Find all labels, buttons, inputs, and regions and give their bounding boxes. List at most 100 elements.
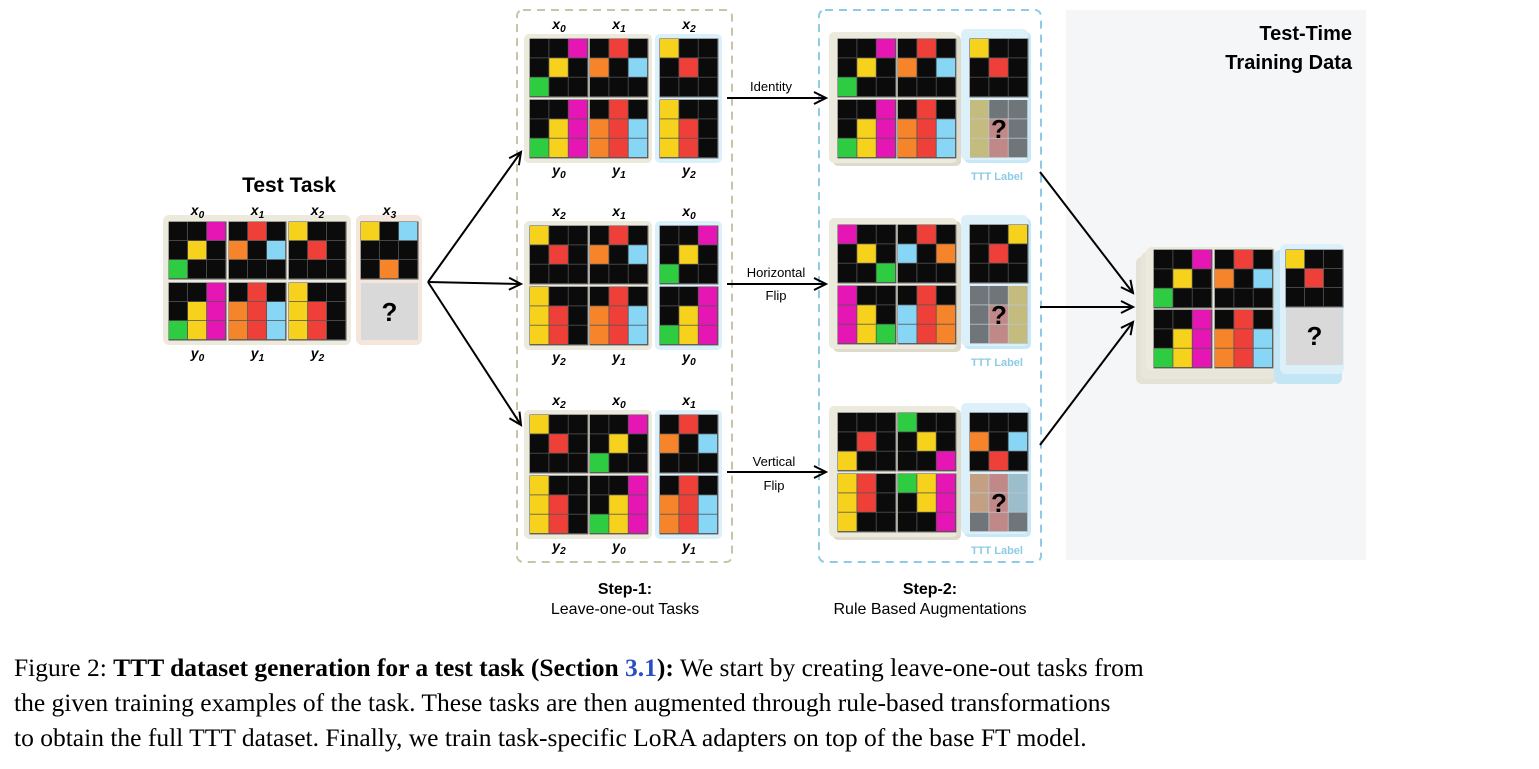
grid-cell (698, 77, 718, 97)
grid-cell (609, 58, 628, 77)
grid-vx2 (837, 412, 897, 472)
grid-cell (530, 434, 549, 453)
grid-y0 (168, 282, 227, 341)
grid-cell (936, 39, 956, 58)
grid-cell (267, 241, 286, 260)
grid-cell (838, 451, 857, 471)
grid-cell (989, 244, 1008, 263)
grid-cell (698, 306, 718, 325)
question-mark: ? (991, 300, 1007, 330)
grid-cell (628, 100, 648, 119)
grid-cell (898, 244, 917, 263)
answer-shade (970, 474, 1028, 532)
grid-cell (549, 245, 568, 264)
grid-x0 (837, 38, 897, 98)
label-x1: x1 (611, 16, 626, 35)
grid-cell (609, 306, 628, 325)
grid-cell (857, 493, 876, 512)
label-y0: y0 (611, 538, 626, 557)
grid-cell (590, 434, 609, 453)
grid-cell (857, 244, 876, 263)
grid-cell (530, 245, 549, 264)
grid-cell (898, 263, 917, 283)
grid-cell (1173, 348, 1192, 368)
grid-cell (1154, 288, 1173, 308)
ttt-label-3: TTT Label (971, 545, 1023, 557)
grid-cell (207, 260, 226, 279)
grid-cell (660, 434, 679, 453)
grid-cell (248, 260, 267, 279)
grid-cell (698, 39, 718, 58)
grid-cell (549, 325, 568, 345)
answer-cell (970, 138, 989, 158)
grid-cell (609, 514, 628, 534)
caption-section-link[interactable]: 3.1 (625, 653, 657, 682)
grid-cell (207, 283, 226, 302)
label-y0: y0 (551, 162, 566, 181)
grid-cell (1008, 413, 1028, 432)
grid-cell (590, 514, 609, 534)
grid-vy2 (837, 473, 897, 533)
grid-cell (1305, 269, 1324, 288)
grid-cell (549, 453, 568, 473)
grid-cell (530, 495, 549, 514)
answer-cell (989, 512, 1008, 532)
grid-cell (1192, 269, 1212, 288)
arrow-head (508, 150, 523, 166)
grid-cell (660, 100, 679, 119)
grid-cell (936, 263, 956, 283)
grid-cell (876, 244, 896, 263)
grid-cell (679, 119, 698, 138)
label-horizontal-2: Flip (766, 288, 787, 303)
grid-cell (207, 241, 226, 260)
grid-cell (989, 225, 1008, 244)
grid-cell (590, 119, 609, 138)
grid-cell (628, 77, 648, 97)
grid-cell (936, 225, 956, 244)
grid-cell (1215, 329, 1234, 348)
grid-cell (989, 263, 1008, 283)
grid-cell (1154, 250, 1173, 269)
grid-cell (628, 58, 648, 77)
grid-cell (267, 260, 286, 279)
grid-cell (936, 413, 956, 432)
grid-cell (530, 325, 549, 345)
grid-cell (530, 415, 549, 434)
grid-x2 (529, 414, 589, 474)
grid-cell (898, 305, 917, 324)
grid-cell (229, 222, 248, 241)
grid-cell (568, 325, 588, 345)
grid-cell (609, 476, 628, 495)
grid-cell (917, 286, 936, 305)
grid-cell (970, 432, 989, 451)
arrow-head (508, 411, 523, 427)
grid-cell (590, 39, 609, 58)
grid-cell (917, 512, 936, 532)
caption-line-2: the given training examples of the task.… (14, 688, 1111, 717)
grid-cell (970, 451, 989, 471)
grid-cell (188, 222, 207, 241)
grid-cell (698, 264, 718, 284)
grid-cell (327, 241, 346, 260)
grid-cell (590, 495, 609, 514)
grid-x3 (360, 221, 419, 280)
grid-cell (399, 222, 418, 241)
grid-cell (289, 302, 308, 321)
grid-cell (1008, 58, 1028, 77)
grid-cell (590, 245, 609, 264)
grid-cell (568, 58, 588, 77)
grid-cell (660, 119, 679, 138)
answer-cell (989, 474, 1008, 493)
grid-cell (549, 495, 568, 514)
grid-y1 (228, 282, 287, 341)
grid-cell (917, 305, 936, 324)
grid-cell (590, 306, 609, 325)
grid-cell (838, 244, 857, 263)
grid-cell (530, 476, 549, 495)
label-x2: x2 (551, 203, 566, 222)
grid-cell (989, 432, 1008, 451)
grid-cell (1324, 269, 1343, 288)
caption-line-1: Figure 2: TTT dataset generation for a t… (14, 650, 1529, 685)
grid-cell (169, 260, 188, 279)
grid-x0 (168, 221, 227, 280)
